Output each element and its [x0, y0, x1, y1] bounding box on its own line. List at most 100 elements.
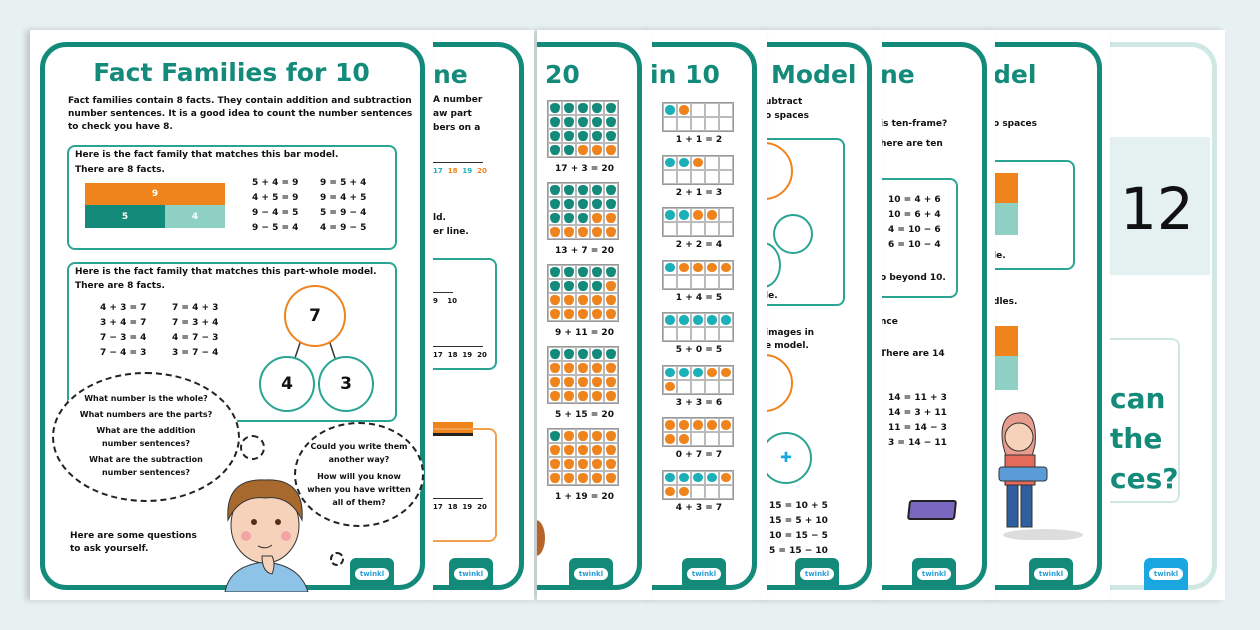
counter [578, 295, 588, 305]
counter [606, 131, 616, 141]
fact-box [880, 178, 958, 298]
twinkl-logo: twinkl [449, 558, 493, 590]
frame-cell [604, 307, 618, 321]
tick-label: 18 [447, 351, 458, 359]
thought-cloud [52, 372, 240, 502]
frame-cell [562, 361, 576, 375]
ten-frame [662, 102, 734, 132]
question-line: the [1110, 422, 1163, 455]
text-line: o beyond 10. [880, 273, 946, 283]
counter [592, 131, 602, 141]
frame-cell [590, 471, 604, 485]
frame-cell [705, 418, 719, 432]
counter [592, 445, 602, 455]
tick-label: 20 [477, 167, 487, 175]
counter [564, 267, 574, 277]
frame-cell [719, 208, 733, 222]
part-whole-box [765, 138, 845, 306]
fact-sentence: 14 = 3 + 11 [888, 408, 947, 418]
counter [550, 295, 560, 305]
frame-cell [576, 197, 590, 211]
ten-frame [547, 428, 619, 486]
twinkl-logo: twinkl [1029, 558, 1073, 590]
tick-label: 20 [477, 503, 487, 511]
tick-label: 20 [477, 351, 487, 359]
fact-sentence: 5 = 15 − 10 [769, 546, 828, 556]
equation: 5 + 15 = 20 [555, 410, 614, 420]
page-border [1110, 42, 1217, 590]
counter [679, 434, 689, 444]
frame-cell [663, 470, 677, 485]
fact-sentence: 9 − 4 = 5 [252, 208, 299, 218]
frame-cell [548, 183, 562, 197]
counter [564, 117, 574, 127]
frame-cell [691, 274, 705, 289]
counter [550, 145, 560, 155]
frame-cell [719, 432, 733, 446]
frame-cell [663, 432, 677, 446]
frame-cell [604, 457, 618, 471]
counter [550, 213, 560, 223]
text-line: bers on a [433, 123, 481, 133]
frame-cell [604, 183, 618, 197]
counter [592, 267, 602, 277]
frame-cell [691, 155, 705, 170]
fact-sentence: 10 = 6 + 4 [888, 210, 941, 220]
counter [564, 103, 574, 113]
frame-cell [677, 155, 691, 170]
frame-cell [562, 101, 576, 115]
counter [578, 227, 588, 237]
thought-bubble [330, 552, 344, 566]
counter [592, 295, 602, 305]
frame-cell [562, 307, 576, 321]
counter [578, 391, 588, 401]
counter [578, 267, 588, 277]
counter [550, 431, 560, 441]
counter [578, 445, 588, 455]
bar-whole [993, 173, 1018, 203]
frame-cell [663, 117, 677, 131]
frame-cell [548, 389, 562, 403]
frame-cell [548, 115, 562, 129]
counter [665, 262, 675, 273]
footer-text: to ask yourself. [70, 544, 149, 554]
frame-cell [548, 347, 562, 361]
fact-sentence: 7 = 4 + 3 [172, 303, 219, 313]
frame-cell [691, 484, 705, 499]
fact-sentence: 11 = 14 − 3 [888, 423, 947, 433]
counter [606, 377, 616, 387]
frame-cell [604, 211, 618, 225]
frame-cell [719, 103, 733, 117]
frame-cell [548, 307, 562, 321]
counter [592, 363, 602, 373]
frame-cell [562, 375, 576, 389]
frame-cell [590, 143, 604, 157]
frame-cell [590, 457, 604, 471]
frame-cell [562, 129, 576, 143]
text-line: nce [880, 317, 898, 327]
question-box [1110, 338, 1180, 503]
counter [578, 377, 588, 387]
ten-frame [662, 364, 734, 395]
fact-sentence: 7 = 3 + 4 [172, 318, 219, 328]
part-circle: 3 [318, 356, 374, 412]
frame-cell [590, 129, 604, 143]
worksheet-page-5: Model ubtract o spaces le. images in e m… [765, 30, 882, 600]
page-title: Model [771, 60, 857, 89]
counter [592, 473, 602, 483]
frame-cell [691, 169, 705, 184]
frame-cell [604, 265, 618, 279]
frame-cell [562, 389, 576, 403]
counter [564, 431, 574, 441]
box-heading: Here is the fact family that matches thi… [75, 267, 377, 277]
frame-cell [576, 211, 590, 225]
frame-cell [590, 279, 604, 293]
logo-text: twinkl [1033, 568, 1069, 580]
frame-cell [677, 418, 691, 432]
tick-label: 19 [462, 503, 473, 511]
counter [550, 267, 560, 277]
tick-label: 18 [447, 503, 458, 511]
frame-cell [576, 225, 590, 239]
